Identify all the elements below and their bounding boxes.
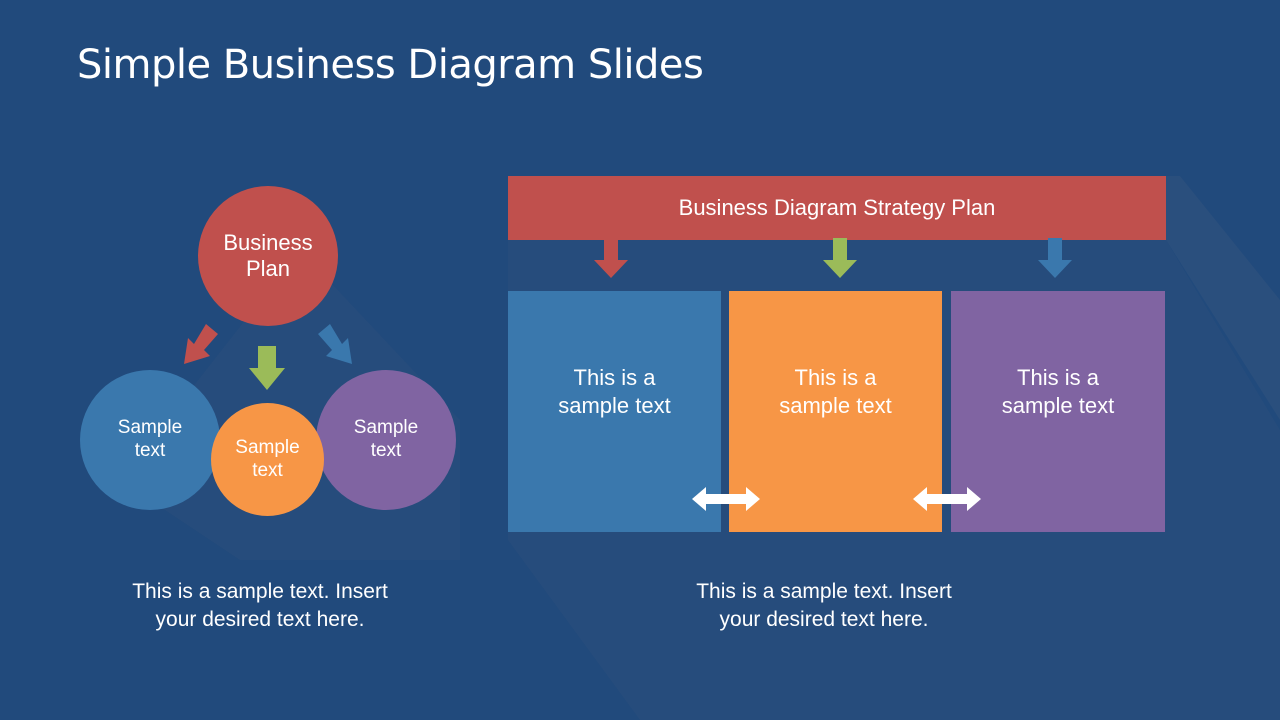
strategy-box-purple: This is a sample text [951, 291, 1165, 532]
caption-line2: your desired text here. [155, 608, 365, 631]
double-arrow-icon [692, 487, 760, 511]
business-plan-circle: Business Plan [198, 186, 338, 326]
circle-label-line2: text [134, 440, 166, 461]
double-arrow-icon [913, 487, 981, 511]
arrow-down-right-icon [318, 324, 352, 364]
circle-label-line1: Sample [235, 436, 300, 458]
circle-label-line2: text [370, 440, 402, 461]
arrow-down-left-icon [184, 324, 218, 364]
circle-label-line1: Business [223, 229, 313, 255]
strategy-header-bar: Business Diagram Strategy Plan [508, 176, 1166, 240]
box-label-line2: sample text [1001, 392, 1115, 418]
arrow-down-icon [823, 238, 857, 278]
arrow-down-icon [1038, 238, 1072, 278]
arrow-down-icon [594, 238, 628, 278]
sample-circle-purple: Sample text [316, 370, 456, 510]
box-label-line1: This is a [1017, 364, 1099, 390]
box-label-line2: sample text [779, 392, 892, 418]
circle-label-line1: Sample [117, 417, 183, 439]
header-label: Business Diagram Strategy Plan [678, 195, 996, 220]
arrow-down-icon [249, 346, 285, 390]
caption-line1: This is a sample text. Insert [696, 580, 952, 603]
sample-circle-orange: Sample text [211, 403, 324, 516]
caption-line2: your desired text here. [719, 608, 929, 631]
right-caption: This is a sample text. Insert your desir… [654, 578, 994, 634]
caption-line1: This is a sample text. Insert [132, 580, 388, 603]
box-label-line2: sample text [558, 392, 671, 418]
box-label-line1: This is a [794, 364, 877, 390]
circle-label-line2: text [252, 459, 283, 481]
sample-circle-blue: Sample text [80, 370, 220, 510]
strategy-box-blue: This is a sample text [508, 291, 721, 532]
strategy-box-orange: This is a sample text [729, 291, 942, 532]
circle-label-line2: Plan [245, 256, 291, 281]
box-label-line1: This is a [573, 364, 656, 390]
circle-label-line1: Sample [353, 417, 419, 439]
slide-title: Simple Business Diagram Slides [77, 42, 704, 88]
left-caption: This is a sample text. Insert your desir… [90, 578, 430, 634]
